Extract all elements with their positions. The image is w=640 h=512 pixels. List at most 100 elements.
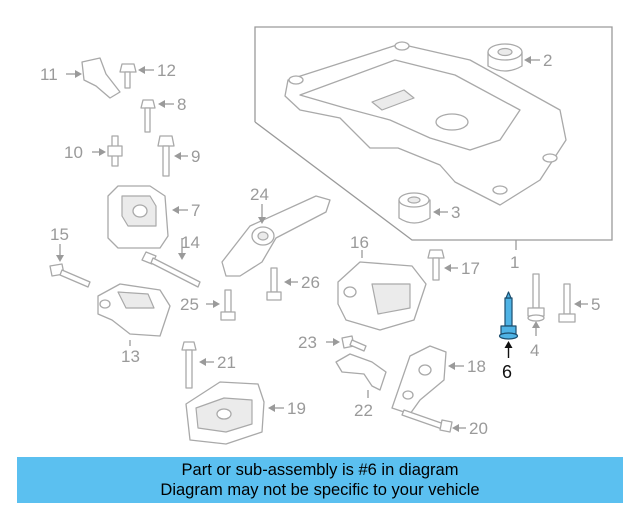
bolt-23-shank bbox=[349, 339, 367, 352]
part-9-bolt: 9 bbox=[157, 135, 200, 177]
arrow-23 bbox=[333, 338, 340, 346]
callout-25: 25 bbox=[180, 295, 199, 314]
callout-14: 14 bbox=[181, 233, 200, 252]
arrow-20 bbox=[452, 424, 459, 432]
bolt-12-head bbox=[119, 63, 137, 73]
callout-8: 8 bbox=[177, 95, 186, 114]
callout-15: 15 bbox=[50, 225, 69, 244]
part-10-bolt: 10 bbox=[64, 135, 123, 167]
bolt-4-shank bbox=[532, 273, 540, 309]
bracket-11 bbox=[81, 57, 121, 99]
callout-5: 5 bbox=[591, 295, 600, 314]
subframe-mount-hole-d bbox=[492, 185, 508, 195]
callout-16: 16 bbox=[350, 233, 369, 252]
bolt-6-washer bbox=[498, 332, 519, 340]
arrow-2 bbox=[524, 56, 531, 64]
part-19-mount: 19 bbox=[185, 381, 306, 445]
callout-1: 1 bbox=[510, 253, 519, 272]
subframe-cutout bbox=[435, 113, 469, 131]
bolt-6-tip bbox=[505, 291, 512, 299]
subframe-mount-hole-a bbox=[394, 41, 410, 51]
banner-line-part-number: Part or sub-assembly is #6 in diagram bbox=[181, 461, 459, 479]
subframe-group: 1 bbox=[254, 26, 613, 272]
bracket-18-body bbox=[391, 345, 447, 415]
arrow-17 bbox=[444, 264, 451, 272]
bolt-8-head bbox=[140, 99, 156, 109]
arrow-12 bbox=[138, 66, 145, 74]
arrow-18 bbox=[448, 362, 455, 370]
part-26-bolt: 26 bbox=[266, 267, 320, 301]
callout-10: 10 bbox=[64, 143, 83, 162]
callout-17: 17 bbox=[461, 259, 480, 278]
part-15-bolt: 15 bbox=[49, 225, 91, 288]
arrow-19 bbox=[268, 404, 275, 412]
part-14-bolt: 14 bbox=[141, 233, 201, 288]
callout-6: 6 bbox=[502, 362, 512, 382]
bolt-12-shank bbox=[124, 71, 131, 89]
arm-24-body bbox=[221, 195, 331, 277]
arrow-25 bbox=[213, 300, 220, 308]
part-25-bolt: 25 bbox=[180, 289, 236, 321]
bolt-17-head bbox=[427, 249, 445, 259]
subframe-mount-hole-c bbox=[542, 153, 558, 163]
bolt-4-head bbox=[527, 307, 545, 317]
mount-7-hole bbox=[132, 204, 148, 218]
arrow-24 bbox=[258, 217, 266, 224]
bolt-4-washer bbox=[527, 314, 545, 322]
bolt-17-shank bbox=[432, 257, 440, 281]
bolt-15-shank bbox=[59, 269, 91, 288]
bolt-10-head bbox=[107, 145, 123, 157]
part-5-bolt: 5 bbox=[558, 283, 600, 323]
callout-20: 20 bbox=[469, 419, 488, 438]
arrow-26 bbox=[284, 278, 291, 286]
bracket-13-hole bbox=[99, 299, 111, 309]
bolt-21-shank bbox=[185, 349, 193, 389]
callout-12: 12 bbox=[157, 61, 176, 80]
arrow-4 bbox=[532, 321, 540, 328]
arrow-10 bbox=[99, 148, 106, 156]
arrow-21 bbox=[199, 358, 206, 366]
callout-9: 9 bbox=[191, 147, 200, 166]
bolt-5-shank bbox=[563, 283, 571, 315]
arrow-6 bbox=[504, 341, 513, 348]
callout-4: 4 bbox=[530, 341, 539, 360]
part-12-bolt: 12 bbox=[119, 61, 176, 89]
bolt-9-shank bbox=[162, 145, 170, 177]
part-11-bracket: 11 bbox=[40, 57, 121, 99]
subframe-top-face bbox=[299, 59, 521, 151]
part-16-trans-mount: 16 bbox=[337, 233, 427, 331]
part-8-bolt: 8 bbox=[140, 95, 186, 133]
callout-21: 21 bbox=[217, 353, 236, 372]
bolt-8-shank bbox=[144, 107, 151, 133]
bushing-3-hole bbox=[407, 196, 421, 204]
mount-19-hole bbox=[216, 408, 232, 420]
part-4-bolt: 4 bbox=[527, 273, 545, 360]
bolt-20-head bbox=[439, 419, 453, 433]
mount-16-face bbox=[371, 283, 411, 315]
bolt-26-head bbox=[266, 291, 282, 301]
arrow-8 bbox=[158, 100, 165, 108]
part-17-bolt: 17 bbox=[427, 249, 480, 281]
arrow-3 bbox=[433, 208, 440, 216]
arm-24-hole bbox=[257, 231, 269, 241]
info-banner: Part or sub-assembly is #6 in diagram Di… bbox=[17, 457, 623, 503]
arrow-7 bbox=[172, 206, 179, 214]
callout-7: 7 bbox=[191, 201, 200, 220]
bracket-13-body bbox=[97, 283, 171, 337]
part-13-mount-bracket: 13 bbox=[97, 283, 171, 366]
arrow-11 bbox=[75, 70, 82, 78]
callout-26: 26 bbox=[301, 273, 320, 292]
part-20-bolt: 20 bbox=[401, 409, 488, 438]
part-6-bolt-highlighted[interactable]: 6 bbox=[498, 291, 519, 382]
bracket-18-hole-a bbox=[418, 364, 432, 376]
callout-3: 3 bbox=[451, 203, 460, 222]
bolt-25-head bbox=[220, 311, 236, 321]
part-3-bushing: 3 bbox=[398, 192, 460, 224]
bolt-21-head bbox=[181, 341, 197, 351]
callout-13: 13 bbox=[121, 347, 140, 366]
arrow-14 bbox=[178, 253, 186, 260]
bracket-13-face bbox=[117, 291, 155, 309]
callout-23: 23 bbox=[298, 333, 317, 352]
part-7-mount: 7 bbox=[107, 185, 200, 249]
